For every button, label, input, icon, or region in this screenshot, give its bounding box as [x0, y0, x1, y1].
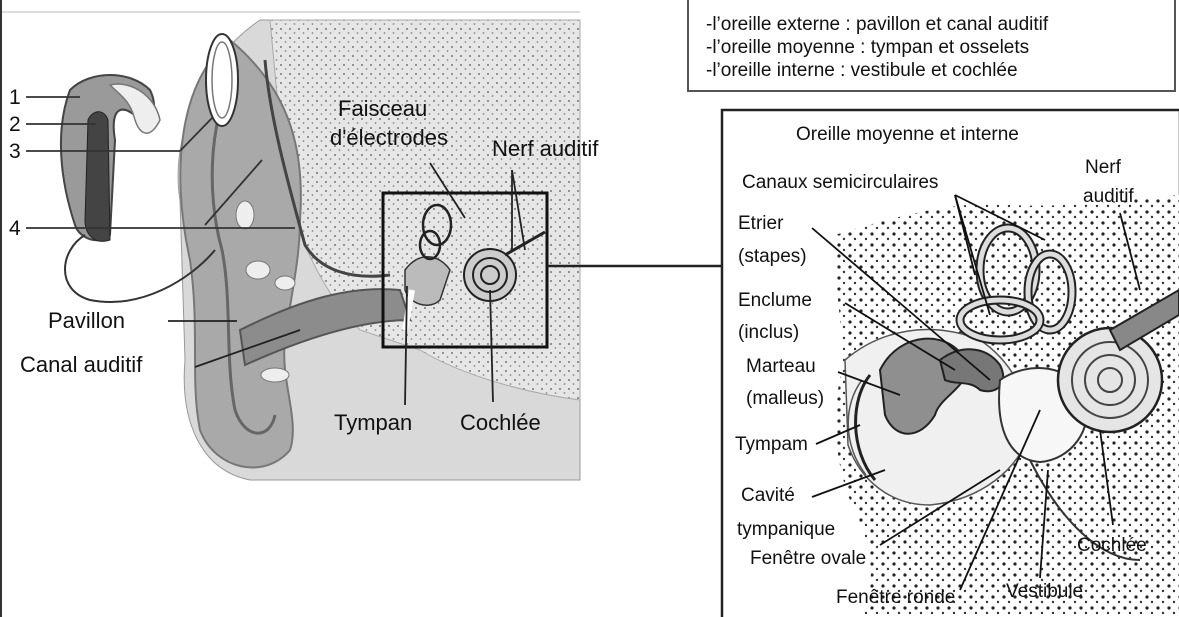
callout-number-3: 3	[9, 140, 21, 163]
info-box: -l’oreille externe : pavillon et canal a…	[687, 0, 1176, 92]
label-tympam: Tympam	[735, 434, 808, 455]
label-tympan: Tympan	[334, 410, 412, 435]
callout-number-4: 4	[9, 217, 21, 240]
label-cavite-line2: tympanique	[737, 519, 835, 540]
label-cochlee-right: Cochlée	[1077, 535, 1147, 556]
label-nerf-auditif: Nerf auditif	[492, 136, 599, 161]
callout-number-2: 2	[9, 113, 21, 136]
label-etrier-line1: Etrier	[738, 213, 784, 234]
label-nerf-line1: Nerf	[1085, 157, 1122, 178]
inset-title: Oreille moyenne et interne	[796, 124, 1019, 145]
label-marteau-line2: (malleus)	[746, 388, 824, 409]
label-faisceau-line1: Faisceau	[338, 96, 427, 121]
label-vestibule: Vestibule	[1006, 581, 1083, 602]
label-nerf-line2: auditif	[1083, 186, 1134, 207]
label-canaux: Canaux semicirculaires	[742, 172, 938, 193]
label-fenetre-ovale: Fenêtre ovale	[750, 548, 866, 569]
info-line-oreille-externe: -l’oreille externe : pavillon et canal a…	[706, 14, 1048, 36]
label-faisceau-line2: d'électrodes	[330, 125, 448, 150]
label-marteau-line1: Marteau	[746, 356, 816, 377]
label-cochlee-left: Cochlée	[460, 410, 541, 435]
info-line-oreille-moyenne: -l’oreille moyenne : tympan et osselets	[706, 37, 1029, 59]
label-fenetre-ronde: Fenêtre ronde	[836, 587, 955, 608]
callout-number-1: 1	[9, 86, 21, 109]
info-line-oreille-interne: -l’oreille interne : vestibule et cochlé…	[706, 60, 1018, 82]
label-cavite-line1: Cavité	[741, 485, 795, 506]
label-etrier-line2: (stapes)	[738, 246, 807, 267]
label-pavillon: Pavillon	[48, 308, 125, 333]
label-enclume-line1: Enclume	[738, 290, 812, 311]
label-enclume-line2: (inclus)	[738, 322, 799, 343]
label-canal-auditif: Canal auditif	[20, 352, 143, 377]
